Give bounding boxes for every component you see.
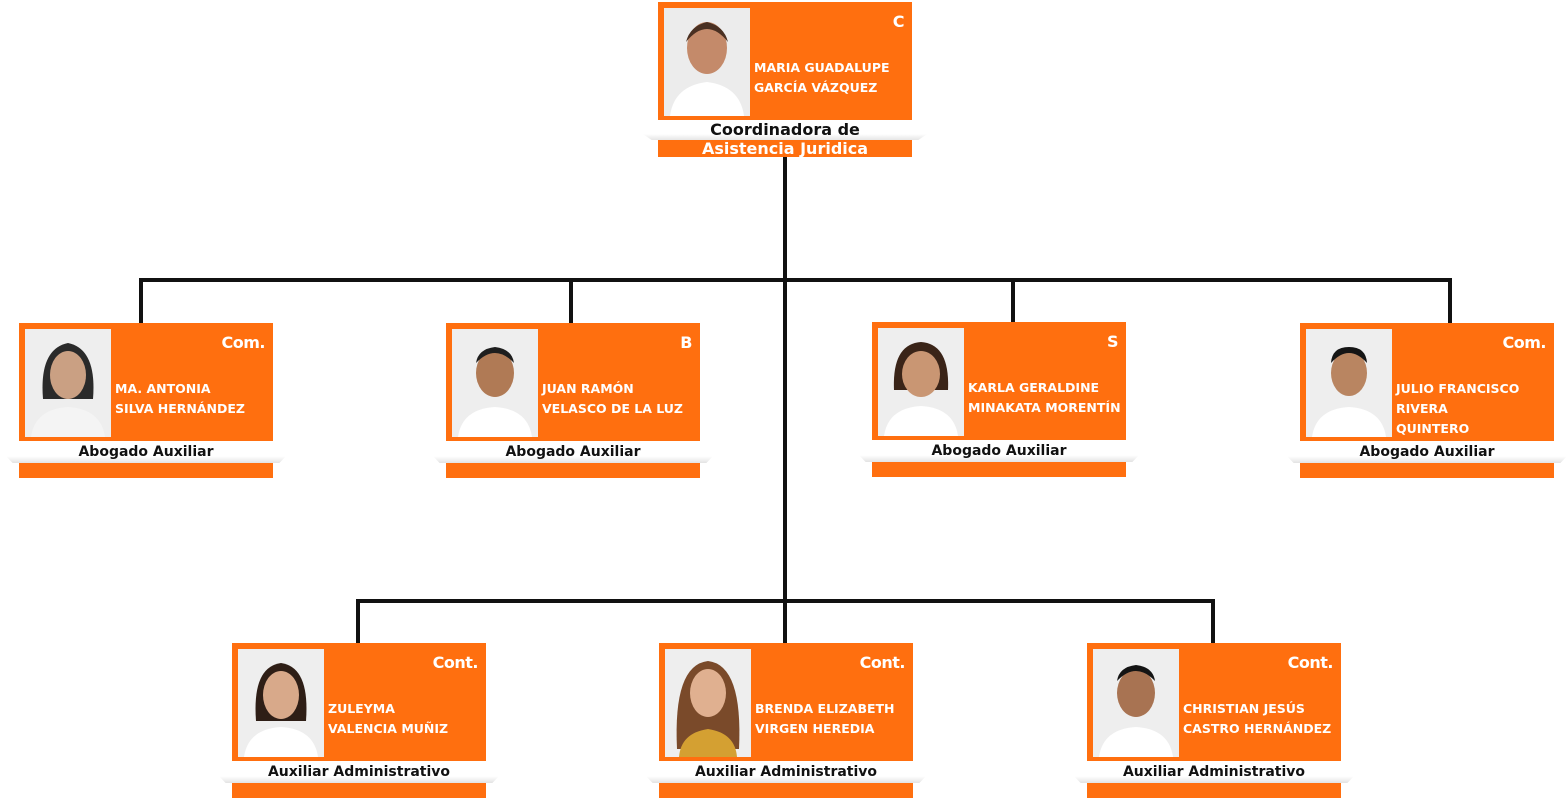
name-line: QUINTERO xyxy=(1396,421,1470,436)
name-line: MA. ANTONIA xyxy=(115,381,211,396)
lawyer-card: Com. JULIO FRANCISCO RIVERA QUINTERO Abo… xyxy=(1282,323,1568,478)
lawyer-card: S KARLA GERALDINE MINAKATA MORENTÍN Abog… xyxy=(854,322,1144,477)
name-line: ZULEYMA xyxy=(328,701,395,716)
name-line: BRENDA ELIZABETH xyxy=(755,701,895,716)
contract-badge: Com. xyxy=(221,333,266,352)
person-name: JULIO FRANCISCO RIVERA QUINTERO xyxy=(1396,379,1550,439)
contract-badge: B xyxy=(680,333,692,352)
person-photo xyxy=(665,649,751,757)
position-title-line1: Coordinadora de xyxy=(640,120,930,140)
position-ribbon: Abogado Auxiliar xyxy=(854,440,1144,462)
name-line: SILVA HERNÁNDEZ xyxy=(115,401,245,416)
position-title: Abogado Auxiliar xyxy=(78,444,214,460)
person-name: JUAN RAMÓN VELASCO DE LA LUZ xyxy=(542,379,696,419)
name-line: VELASCO DE LA LUZ xyxy=(542,401,683,416)
position-title: Abogado Auxiliar xyxy=(931,443,1067,459)
person-name: MA. ANTONIA SILVA HERNÁNDEZ xyxy=(115,379,269,419)
position-title: Abogado Auxiliar xyxy=(1359,444,1495,460)
name-line: VIRGEN HEREDIA xyxy=(755,721,875,736)
name-line: CHRISTIAN JESÚS xyxy=(1183,701,1305,716)
person-photo xyxy=(664,8,750,116)
assistant-card: Cont. CHRISTIAN JESÚS CASTRO HERNÁNDEZ A… xyxy=(1069,643,1359,798)
position-ribbon: Auxiliar Administrativo xyxy=(1069,761,1359,783)
position-title-line2: Asistencia Juridica xyxy=(701,139,869,158)
lawyer-card: B JUAN RAMÓN VELASCO DE LA LUZ Abogado A… xyxy=(428,323,718,478)
position-ribbon: Abogado Auxiliar xyxy=(428,441,718,463)
contract-badge: S xyxy=(1106,332,1119,351)
name-line: KARLA GERALDINE xyxy=(968,380,1100,395)
name-line: CASTRO HERNÁNDEZ xyxy=(1183,721,1332,736)
name-line: GARCÍA VÁZQUEZ xyxy=(754,80,878,95)
person-photo xyxy=(1306,329,1392,437)
position-ribbon: Abogado Auxiliar xyxy=(1,441,291,463)
person-photo xyxy=(878,328,964,436)
name-line: MARIA GUADALUPE xyxy=(754,60,890,75)
position-ribbon: Coordinadora de Asistencia Juridica xyxy=(640,120,930,160)
position-ribbon: Auxiliar Administrativo xyxy=(641,761,931,783)
contract-badge: Cont. xyxy=(432,653,479,672)
person-name: KARLA GERALDINE MINAKATA MORENTÍN xyxy=(968,378,1122,418)
contract-badge: Com. xyxy=(1502,333,1547,352)
name-line: RIVERA xyxy=(1396,401,1448,416)
person-name: ZULEYMA VALENCIA MUÑIZ xyxy=(328,699,482,739)
position-title: Auxiliar Administrativo xyxy=(1122,764,1306,780)
position-ribbon: Abogado Auxiliar xyxy=(1282,441,1568,463)
position-title: Abogado Auxiliar xyxy=(505,444,641,460)
person-photo xyxy=(1093,649,1179,757)
person-photo xyxy=(452,329,538,437)
name-line: VALENCIA MUÑIZ xyxy=(328,721,449,736)
contract-badge: C xyxy=(892,12,905,31)
contract-badge: Cont. xyxy=(1287,653,1334,672)
coordinator-card: C MARIA GUADALUPE GARCÍA VÁZQUEZ Coordin… xyxy=(640,2,930,158)
position-ribbon: Auxiliar Administrativo xyxy=(214,761,504,783)
name-line: MINAKATA MORENTÍN xyxy=(968,400,1121,415)
name-line: JULIO FRANCISCO xyxy=(1396,381,1520,396)
position-title: Auxiliar Administrativo xyxy=(694,764,878,780)
position-title: Auxiliar Administrativo xyxy=(267,764,451,780)
contract-badge: Cont. xyxy=(859,653,906,672)
name-line: JUAN RAMÓN xyxy=(542,381,634,396)
assistant-card: Cont. ZULEYMA VALENCIA MUÑIZ Auxiliar Ad… xyxy=(214,643,504,798)
person-name: CHRISTIAN JESÚS CASTRO HERNÁNDEZ xyxy=(1183,699,1337,739)
lawyer-card: Com. MA. ANTONIA SILVA HERNÁNDEZ Abogado… xyxy=(1,323,291,478)
person-name: BRENDA ELIZABETH VIRGEN HEREDIA xyxy=(755,699,909,739)
person-name: MARIA GUADALUPE GARCÍA VÁZQUEZ xyxy=(754,58,908,98)
assistant-card: Cont. BRENDA ELIZABETH VIRGEN HEREDIA Au… xyxy=(641,643,931,798)
person-photo xyxy=(238,649,324,757)
person-photo xyxy=(25,329,111,437)
